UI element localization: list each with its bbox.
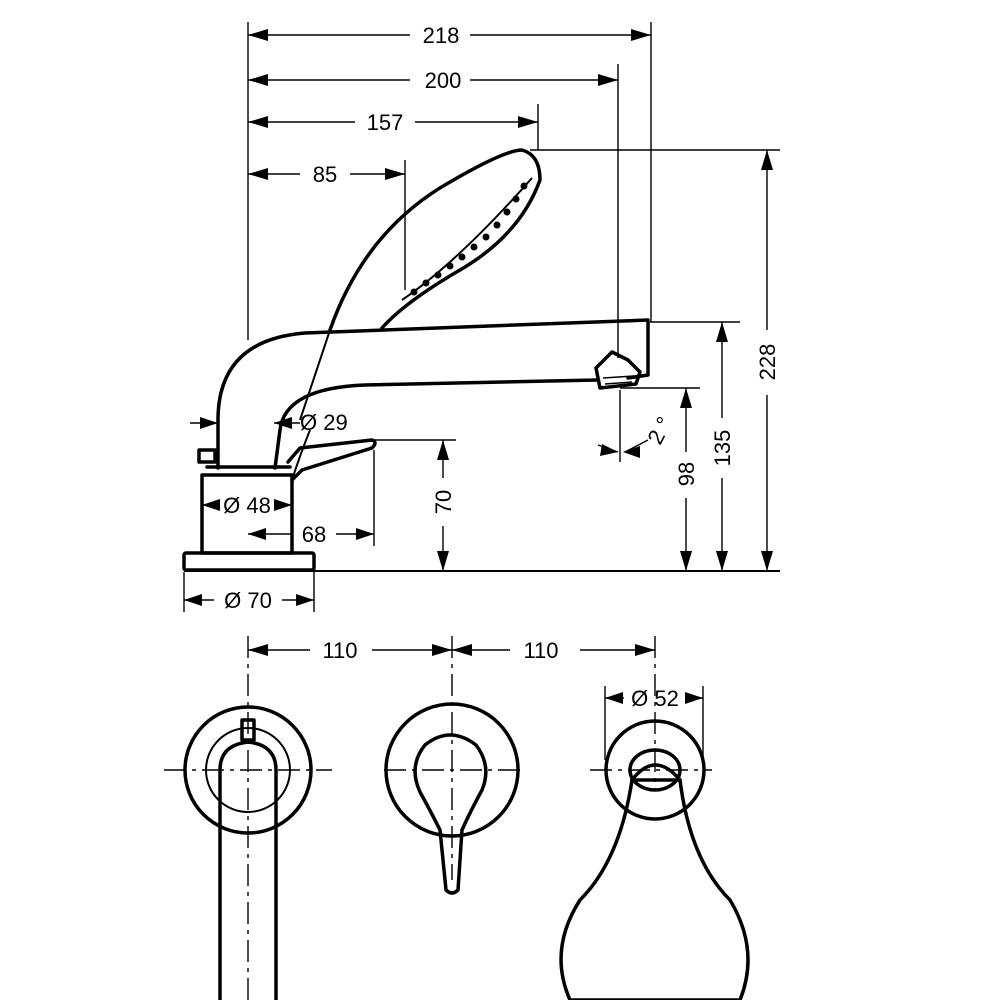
side-view: 218 200 157 85 xyxy=(182,22,780,613)
dim-85-label: 85 xyxy=(313,162,337,187)
base-plate xyxy=(182,551,316,572)
dim-200-label: 200 xyxy=(425,68,462,93)
mixer-body xyxy=(200,473,294,555)
dim-218-label: 218 xyxy=(423,23,460,48)
dim-228-label: 228 xyxy=(755,344,780,381)
dimension-85: 85 xyxy=(248,162,405,187)
dimension-70: 70 xyxy=(431,440,456,571)
hand-shower xyxy=(328,148,542,332)
dimension-spacing-2: 110 xyxy=(452,638,655,663)
diverter-knob xyxy=(197,448,217,464)
dim-d52-label: Ø 52 xyxy=(631,686,679,711)
dim-d29-label: Ø 29 xyxy=(300,410,348,435)
dim-110b-label: 110 xyxy=(523,638,558,663)
dimension-d29: Ø 29 xyxy=(190,410,348,435)
dim-135-label: 135 xyxy=(710,430,735,467)
shower-nozzles xyxy=(410,182,528,296)
dimension-spacing-1: 110 xyxy=(248,638,452,663)
top-view: 110 110 Ø 52 xyxy=(164,636,750,1000)
dimension-d70: Ø 70 xyxy=(184,588,314,613)
mixer-rosette xyxy=(384,702,520,895)
dim-157-label: 157 xyxy=(367,110,404,135)
hand-shower-face xyxy=(401,177,533,301)
dimension-135: 135 xyxy=(710,322,735,571)
dim-angle-label: 2 ° xyxy=(642,413,677,449)
aerator-inner xyxy=(602,375,635,385)
hand-shower-head xyxy=(559,778,750,1000)
mixer-lever xyxy=(286,438,377,482)
shower-rosette xyxy=(559,719,750,1000)
dim-68-label: 68 xyxy=(302,522,326,547)
dimension-228: 228 xyxy=(755,150,780,571)
dim-d48-label: Ø 48 xyxy=(223,493,271,518)
dimension-d48: Ø 48 xyxy=(202,492,292,518)
dim-98-label: 98 xyxy=(674,462,699,486)
dim-d70-label: Ø 70 xyxy=(224,588,272,613)
dimension-d52: Ø 52 xyxy=(604,686,704,760)
spout xyxy=(216,318,650,470)
dim-110a-label: 110 xyxy=(322,638,357,663)
aerator xyxy=(594,350,642,390)
dimension-angle: 2 ° xyxy=(597,413,677,458)
dim-70-label: 70 xyxy=(431,490,456,514)
spout-rosette xyxy=(183,705,313,1000)
dimension-200: 200 xyxy=(248,68,618,93)
lever-top xyxy=(413,733,488,895)
dimension-218: 218 xyxy=(248,23,651,48)
dimension-68: 68 xyxy=(248,522,374,547)
shower-hose xyxy=(291,329,331,481)
dimension-98: 98 xyxy=(674,388,699,571)
dimension-157: 157 xyxy=(248,110,538,135)
